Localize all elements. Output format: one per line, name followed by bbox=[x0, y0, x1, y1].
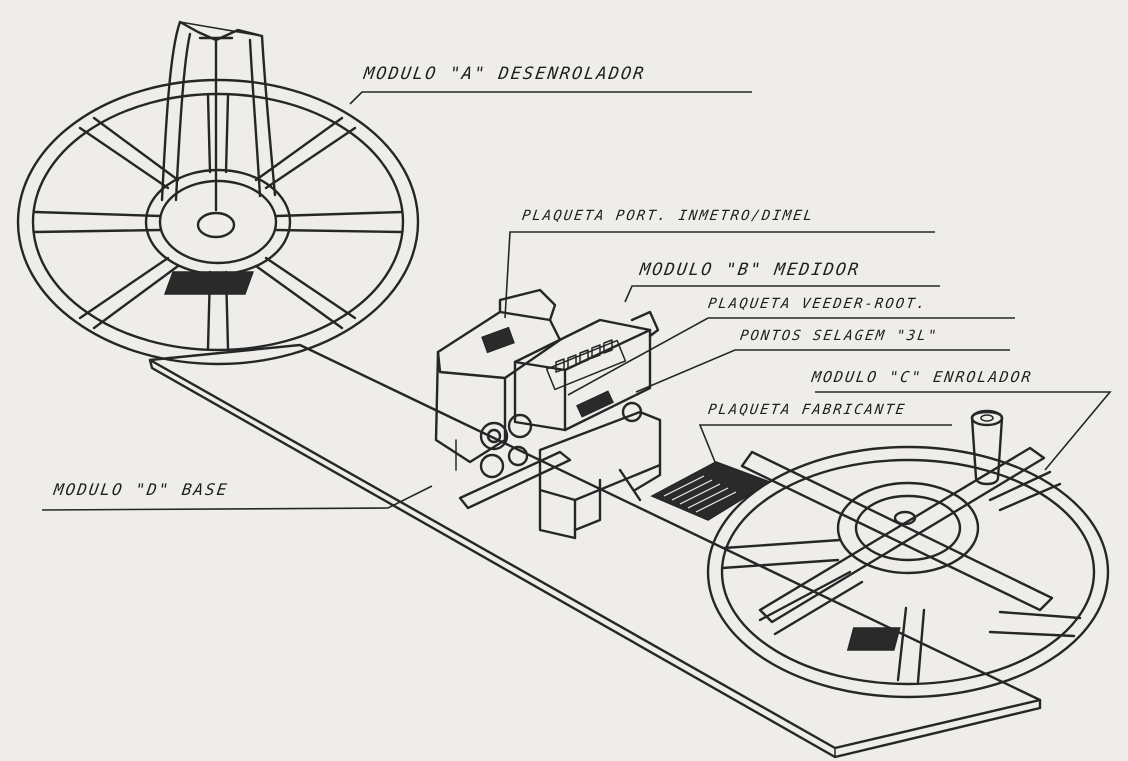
label-module-b: MODULO "B" MEDIDOR bbox=[638, 260, 862, 280]
label-plate-maker: PLAQUETA FABRICANTE bbox=[706, 402, 908, 418]
counter-digits bbox=[545, 339, 627, 391]
label-module-a: MODULO "A" DESENROLADOR bbox=[362, 64, 647, 84]
unwinder-reel bbox=[16, 20, 420, 366]
label-plate-inmetro: PLAQUETA PORT. INMETRO/DIMEL bbox=[520, 208, 816, 224]
leader-lines bbox=[41, 91, 1112, 511]
label-module-d: MODULO "D" BASE bbox=[52, 480, 230, 499]
base-plate bbox=[148, 343, 1042, 759]
label-module-c: MODULO "C" ENROLADOR bbox=[810, 368, 1034, 386]
label-seal-points: PONTOS SELAGEM "3L" bbox=[738, 328, 940, 344]
meter-unit bbox=[434, 288, 662, 540]
winder-reel bbox=[706, 409, 1110, 699]
label-plate-veeder: PLAQUETA VEEDER-ROOT. bbox=[706, 296, 929, 312]
